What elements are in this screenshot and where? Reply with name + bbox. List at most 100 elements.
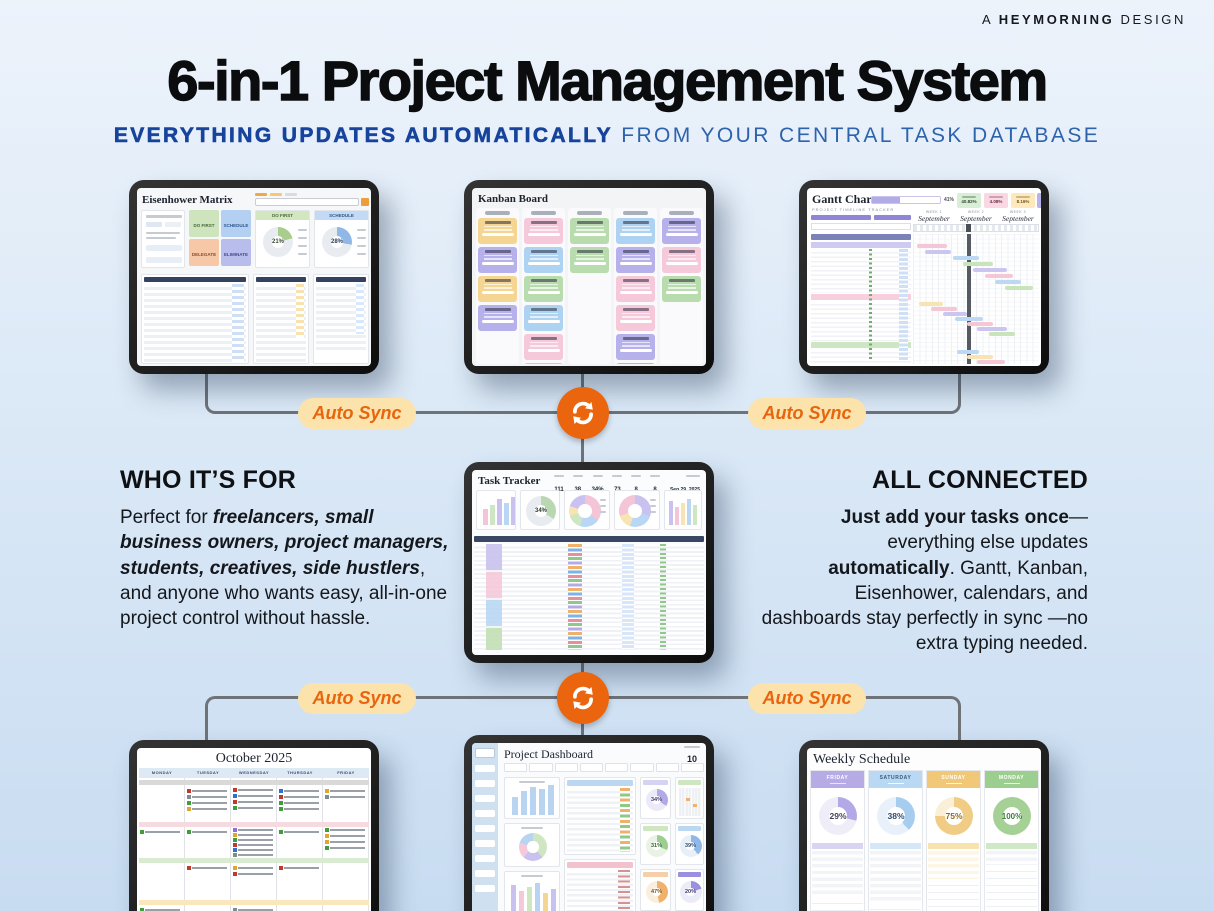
gantt-bar xyxy=(919,302,943,306)
calendar-task xyxy=(279,795,319,799)
kanban-card xyxy=(524,218,563,244)
weekly-column-sunday: SUNDAY 75% Tasks xyxy=(926,770,981,911)
kanban-card xyxy=(570,247,609,273)
gantt-bar xyxy=(967,322,993,326)
calendar-task xyxy=(233,838,273,842)
gantt-today-line xyxy=(967,234,971,364)
dashboard-card-do-first: 31% xyxy=(640,823,671,865)
tablet-monthly-calendar: October 2025 MONDAY TUESDAY WEDNESDAY TH… xyxy=(129,740,379,911)
subtitle-strong: EVERYTHING UPDATES AUTOMATICALLY xyxy=(113,124,613,148)
tracker-table-rows xyxy=(474,544,704,652)
quadrant-do-first: DO FIRST xyxy=(189,210,219,237)
weekly-column-friday: FRIDAY 29% Tasks xyxy=(810,770,865,911)
gantt-grid xyxy=(913,234,1039,364)
gantt-bar xyxy=(955,317,983,321)
kanban-card xyxy=(616,363,655,364)
weekly-column-monday: MONDAY 100% Tasks xyxy=(984,770,1039,911)
tracker-bar-chart-1 xyxy=(476,490,516,530)
gantt-stat-completed: 40.82% xyxy=(957,193,981,208)
task-tracker-screen: Task Tracker 111 38 34% 73 8 8 Sep 29, 2… xyxy=(472,470,706,655)
tracker-date: Sep 29, 2025 xyxy=(670,475,700,496)
tracker-donut-category xyxy=(614,490,660,530)
quadrant-eliminate: ELIMINATE xyxy=(221,239,251,266)
eisenhower-screen: Eisenhower Matrix DO FIRST SCHEDULE xyxy=(137,188,371,366)
gantt-bar xyxy=(995,280,1021,284)
gantt-bar xyxy=(977,327,1007,331)
kanban-card xyxy=(570,218,609,244)
page-title: 6-in-1 Project Management System xyxy=(167,48,1049,112)
calendar-task xyxy=(279,807,319,811)
kanban-title: Kanban Board xyxy=(478,193,548,205)
kanban-column xyxy=(614,208,657,364)
dashboard-sidebar xyxy=(472,743,498,911)
all-connected-block: ALL CONNECTED Just add your tasks once—e… xyxy=(756,466,1088,657)
weekly-screen: Weekly Schedule FRIDAY 29% Tasks xyxy=(807,748,1041,911)
calendar-task xyxy=(233,853,273,857)
who-its-for-block: WHO IT’S FOR Perfect for freelancers, sm… xyxy=(120,466,452,631)
gantt-bar xyxy=(953,256,979,260)
calendar-task xyxy=(233,866,273,870)
gantt-week-1: WEEK 1 September xyxy=(918,210,950,223)
who-heading: WHO IT’S FOR xyxy=(120,466,296,494)
calendar-task xyxy=(187,807,227,811)
kanban-card xyxy=(524,276,563,302)
gantt-screen: Gantt Chart PROJECT TIMELINE TRACKER 41%… xyxy=(807,188,1041,366)
calendar-task xyxy=(325,828,365,832)
tracker-donut-34: 34% xyxy=(520,490,560,530)
calendar-task xyxy=(233,872,273,876)
gantt-stat-onhold: 8.16% xyxy=(1011,193,1035,208)
tablet-weekly-schedule: Weekly Schedule FRIDAY 29% Tasks xyxy=(799,740,1049,911)
calendar-task xyxy=(187,830,227,834)
connected-heading: ALL CONNECTED xyxy=(871,466,1088,494)
calendar-task xyxy=(187,866,227,870)
quadrant-delegate: DELEGATE xyxy=(189,239,219,266)
kanban-card xyxy=(524,334,563,360)
dashboard-filter-row xyxy=(504,763,704,772)
subtitle-rest: FROM YOUR CENTRAL TASK DATABASE xyxy=(621,124,1101,147)
dashboard-bar-chart-2 xyxy=(504,871,560,911)
tablet-eisenhower-matrix: Eisenhower Matrix DO FIRST SCHEDULE xyxy=(129,180,379,374)
tracker-bar-chart-2 xyxy=(664,490,702,530)
calendar-task xyxy=(325,789,365,793)
gantt-week-3: WEEK 3 September xyxy=(1002,210,1034,223)
dashboard-priority-table xyxy=(564,777,636,855)
auto-sync-badge: Auto Sync xyxy=(748,683,866,714)
gantt-bar xyxy=(973,268,1007,272)
sync-arrows-icon xyxy=(572,401,594,425)
mini-search-bar xyxy=(255,198,359,206)
kanban-card xyxy=(616,276,655,302)
kanban-card xyxy=(524,363,563,364)
page-subtitle: EVERYTHING UPDATES AUTOMATICALLY FROM YO… xyxy=(0,124,1214,148)
brand-name: HEYMORNING xyxy=(998,12,1115,27)
kanban-card xyxy=(616,247,655,273)
gantt-bar xyxy=(957,350,979,354)
eisenhower-table-schedule xyxy=(313,274,369,364)
calendar-task xyxy=(325,834,365,838)
kanban-card xyxy=(524,305,563,331)
auto-sync-badge: Auto Sync xyxy=(748,398,866,429)
auto-sync-badge: Auto Sync xyxy=(298,683,416,714)
tablet-project-dashboard: Project Dashboard 10 xyxy=(464,735,714,911)
kanban-card xyxy=(478,305,517,331)
dashboard-screen: Project Dashboard 10 xyxy=(472,743,706,911)
calendar-task xyxy=(233,788,273,792)
dashboard-donut-status xyxy=(504,823,560,867)
brand-prefix: A xyxy=(981,12,993,27)
kanban-card xyxy=(616,334,655,360)
kanban-column xyxy=(568,208,611,364)
calendar-task xyxy=(187,801,227,805)
sync-icon xyxy=(557,387,609,439)
gantt-bar xyxy=(1005,286,1033,290)
gantt-phase-1: PHASE 1 xyxy=(811,242,911,256)
tablet-kanban-board: Kanban Board xyxy=(464,180,714,374)
kanban-column xyxy=(660,208,703,364)
gantt-phase-2: PHASE 2 xyxy=(811,294,911,308)
donut-sunday: 75% xyxy=(935,797,973,835)
mini-search-button xyxy=(361,198,369,206)
donut-monday: 100% xyxy=(993,797,1031,835)
stat-card-schedule: SCHEDULE 28% xyxy=(314,210,369,268)
tablet-gantt-chart: Gantt Chart PROJECT TIMELINE TRACKER 41%… xyxy=(799,180,1049,374)
kanban-card xyxy=(662,276,701,302)
eisenhower-table-main xyxy=(141,274,249,364)
